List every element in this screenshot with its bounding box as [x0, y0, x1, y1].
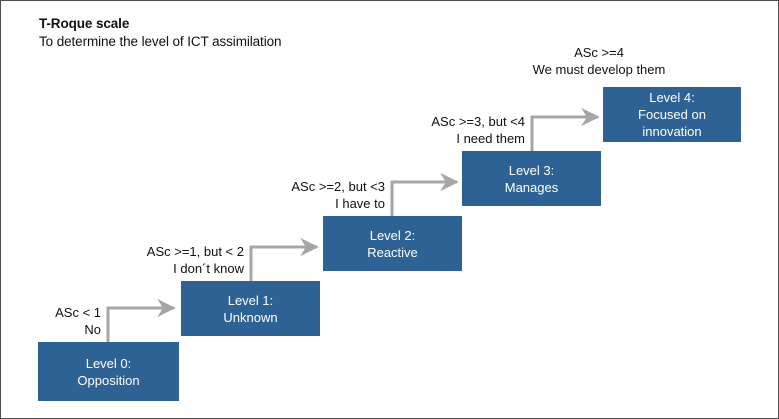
edge-response: We must develop them	[532, 62, 666, 77]
edge-condition: ASc < 1	[55, 305, 101, 320]
level-box-line-2: Focused on	[638, 107, 706, 122]
edge-condition: ASc >=3, but <4	[431, 114, 525, 129]
level-box-line-3: innovation	[642, 124, 702, 139]
arrow-level3-to-level4	[530, 107, 600, 151]
edge-condition: ASc >=1, but < 2	[146, 244, 244, 259]
edge-condition: ASc >=4	[574, 45, 624, 60]
level-box-line-1: Level 2:	[369, 227, 416, 243]
level-box-level-3[interactable]: Level 3: Manages	[462, 151, 601, 206]
level-box-line-1: Level 1:	[227, 292, 274, 308]
edge-response: I need them	[456, 131, 525, 146]
edge-label-level-0: ASc < 1 No	[1, 304, 101, 338]
level-box-line-1: Level 3:	[508, 162, 555, 178]
level-box-line-1: Level 0:	[85, 355, 132, 371]
level-box-line-2: Unknown	[223, 309, 278, 325]
level-box-line-1: Level 4:	[649, 90, 695, 105]
edge-label-level-3: ASc >=3, but <4 I need them	[389, 113, 525, 147]
level-box-level-1[interactable]: Level 1: Unknown	[181, 281, 320, 336]
level-box-line-2: Opposition	[77, 372, 140, 388]
level-box-level-4[interactable]: Level 4: Focused on innovation	[603, 87, 741, 142]
level-box-level-0[interactable]: Level 0: Opposition	[38, 342, 179, 401]
page-title: T-Roque scale	[39, 16, 130, 31]
arrow-level1-to-level2	[249, 237, 319, 281]
level-box-line-2: Manages	[504, 179, 559, 195]
edge-response: No	[84, 322, 101, 337]
edge-response: I don´t know	[173, 261, 244, 276]
arrow-level0-to-level1	[106, 298, 176, 342]
edge-condition: ASc >=2, but <3	[291, 179, 385, 194]
arrow-level2-to-level3	[390, 172, 459, 216]
level-box-line-2: Reactive	[367, 244, 418, 260]
level-box-level-2[interactable]: Level 2: Reactive	[323, 216, 462, 271]
edge-label-level-4: ASc >=4 We must develop them	[513, 44, 685, 78]
page-subtitle: To determine the level of ICT assimilati…	[39, 34, 282, 49]
edge-response: I have to	[335, 196, 385, 211]
edge-label-level-2: ASc >=2, but <3 I have to	[249, 178, 385, 212]
edge-label-level-1: ASc >=1, but < 2 I don´t know	[104, 243, 244, 277]
